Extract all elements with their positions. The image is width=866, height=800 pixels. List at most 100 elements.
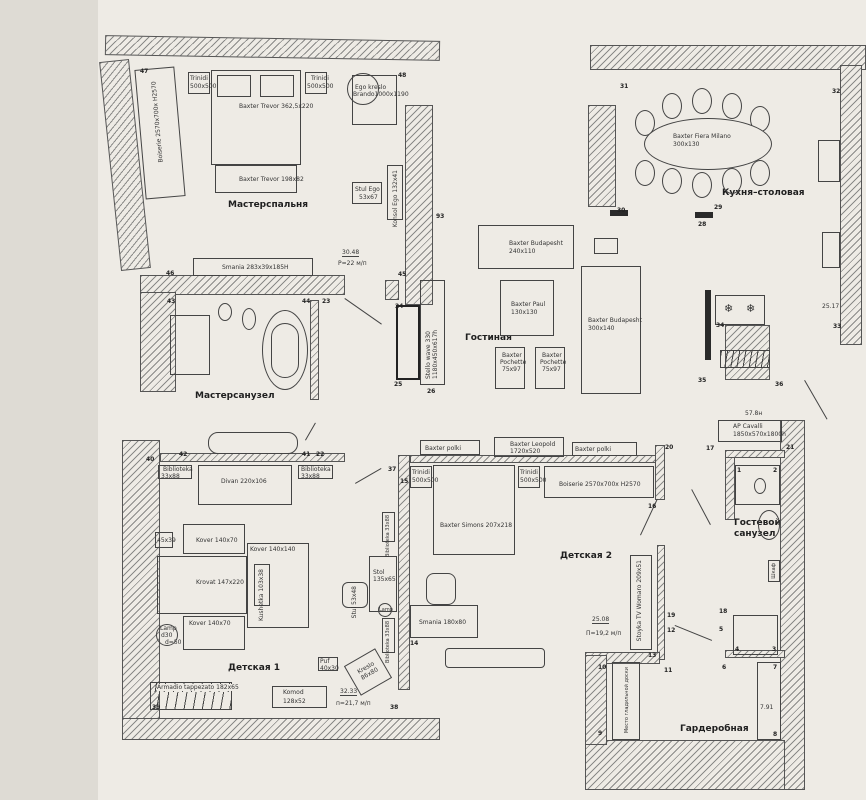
area-kids1: 32.33 <box>340 688 358 696</box>
armchair-master-label-2: Brando1000x1190 <box>353 91 409 98</box>
chair-ego: Stul Ego 53x67 <box>352 182 382 204</box>
baxter-shelves-1: Baxter polki <box>420 440 480 455</box>
point-number: 23 <box>322 298 331 305</box>
pochette-2-label: Pochette <box>540 359 567 366</box>
room-kids-2: Детская 2 <box>560 551 613 561</box>
armadio: Armadio tappezato 182x65 <box>150 682 239 710</box>
nightstand-k2-right-size: 500x500 <box>520 477 547 484</box>
kushetka-label: Kushetka 103x38 <box>258 569 265 622</box>
wardrobe-closet <box>757 662 781 740</box>
guest-shower <box>733 615 778 655</box>
area-guest: 57.8н <box>745 410 763 417</box>
rug-2: Kover 140x140 <box>247 543 309 628</box>
wall-kids2-right-lower <box>657 545 665 660</box>
bathtub <box>262 310 308 390</box>
console-ego-label: Konsol Ego 132x41 <box>392 170 399 228</box>
point-number: 45 <box>398 271 407 278</box>
point-number: 14 <box>410 640 419 647</box>
chair-ego-size: 53x67 <box>359 194 378 201</box>
table-paul-name: Baxter Paul <box>511 301 546 308</box>
point-number: 21 <box>786 444 795 451</box>
smania-master-label: Smania 283x39x185H <box>222 264 289 271</box>
kitchen-appliances: ❄ ❄ <box>715 295 765 325</box>
side-table <box>594 238 618 254</box>
baxter-shelves-2: Baxter polki <box>572 442 637 456</box>
boiserie-k2-label: Boiserie 2570x700x H2570 <box>559 481 641 488</box>
paper-background-edge <box>0 0 98 800</box>
bookcase-k1-right: Biblioteka 33x88 <box>298 465 333 480</box>
wall-guest-top <box>725 450 785 458</box>
area-master: 30.48 <box>342 249 360 257</box>
puf-name: Puf <box>320 658 330 665</box>
point-number: 39 <box>152 704 161 711</box>
wall-kids1-left <box>122 440 160 730</box>
bookcase-k1-wall-2: Biblioteka 33x88 <box>382 618 395 663</box>
point-number: 16 <box>648 503 657 510</box>
point-number: 9 <box>598 730 603 737</box>
pillow <box>217 75 251 97</box>
guest-cabinet-label: Шкаф <box>771 563 777 579</box>
bookcase-k1-left-size: 33x88 <box>161 473 180 480</box>
dining-chair <box>635 110 655 136</box>
room-kids-1: Детская 1 <box>228 663 281 673</box>
small-table: 45x39 <box>155 532 176 548</box>
shower-vanity <box>170 315 210 375</box>
point-number: 35 <box>698 377 707 384</box>
bookcase-k1-wall-1: Biblioteka 33x88 <box>382 512 395 557</box>
wall-dining-top <box>590 45 866 70</box>
nightstand-k2-left-name: Trinidi <box>412 469 430 476</box>
point-number: 19 <box>667 612 676 619</box>
point-number: 93 <box>436 213 445 220</box>
divan-k1: Divan 220x106 <box>198 465 292 505</box>
snowflake-icon: ❄ <box>724 302 734 315</box>
smania-k2-label: Smania 180x80 <box>419 619 467 626</box>
bidet <box>242 308 256 330</box>
wall-kitchen-right <box>840 65 862 345</box>
point-number: 10 <box>598 664 607 671</box>
bed-k2: Baxter Simons 207x218 <box>433 465 515 555</box>
dining-chair <box>662 168 682 194</box>
column-30 <box>610 210 628 216</box>
small-table-size: 45x39 <box>157 537 176 544</box>
point-number: 26 <box>427 388 436 395</box>
pochette-1-label: Pochette <box>500 359 527 366</box>
boiserie-master-label: Boiserie 2570x700x H2570 <box>150 81 165 163</box>
dining-chair <box>692 88 712 114</box>
point-number: 36 <box>775 381 784 388</box>
bed-k2-label: Baxter Simons 207x218 <box>440 522 513 529</box>
baxter-shelves-1-label: Baxter polki <box>425 445 462 452</box>
puf: Puf 40x30 <box>318 657 339 672</box>
komod: Komod 128x52 <box>272 686 327 708</box>
point-number: 6 <box>722 664 727 671</box>
chair-k1: Stul 53x48 <box>342 582 368 618</box>
bookcase-k1-wall-1-label: Biblioteka 33x88 <box>385 515 391 558</box>
tv-stand-k2: Stoyka TV Womaro 209x51 <box>630 555 652 650</box>
wall-master-right <box>405 105 433 305</box>
point-number: 18 <box>719 608 728 615</box>
bench-master-label: Baxter Trevor 198x82 <box>239 176 304 183</box>
bed-master-label: Baxter Trevor 362,5x220 <box>239 103 314 110</box>
sofa-living-2-name: Baxter Budapesht <box>588 317 642 324</box>
wine-rack <box>720 350 770 368</box>
column-28 <box>695 212 713 218</box>
niche-tv <box>396 305 420 380</box>
wall-guest-left <box>725 455 735 520</box>
lamp-k1: Lamp d30 d=50 <box>156 624 181 646</box>
room-kitchen-dining: Кухня–столовая <box>722 188 805 198</box>
pochette-2-size: 75x97 <box>542 366 561 373</box>
nightstand-left: Trinidi 500x500 <box>188 72 216 94</box>
snowflake-icon: ❄ <box>746 302 756 315</box>
desk-k1-name: Stol <box>373 569 385 576</box>
shower-cavalli-size: 1850x570x1800h <box>733 431 786 438</box>
point-number: 32 <box>832 88 841 95</box>
point-number: 22 <box>316 451 325 458</box>
tv-unit-living-label: Stello wave 330 1180x450x617h <box>425 329 439 379</box>
kushetka: Kushetka 103x38 <box>254 564 270 621</box>
armchair-master-label-1: Ego kreslo <box>355 84 387 91</box>
nightstand-left-size: 500x500 <box>190 83 217 90</box>
tv-unit-living: Stello wave 330 1180x450x617h <box>420 280 445 385</box>
room-master-bathroom: Мастерсанузел <box>195 391 275 401</box>
point-number: 12 <box>667 627 676 634</box>
armadio-label: Armadio tappezato 182x65 <box>157 684 239 691</box>
point-number: 3 <box>772 646 777 653</box>
